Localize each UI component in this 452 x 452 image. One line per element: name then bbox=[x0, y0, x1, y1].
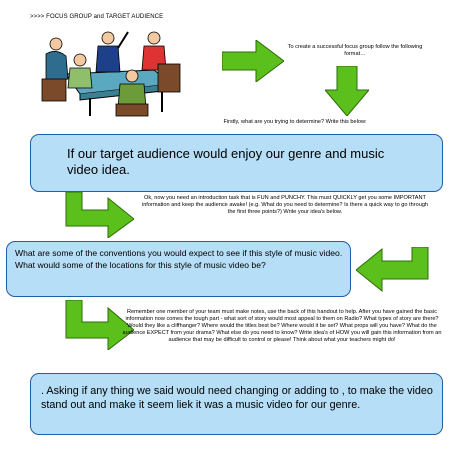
step2-prompt: Ok, now you need an introduction task th… bbox=[141, 195, 429, 215]
arrow-down-right-icon bbox=[65, 192, 134, 238]
answer-box-3[interactable]: . Asking if any thing we said would need… bbox=[30, 373, 443, 435]
intro-text: To create a successful focus group follo… bbox=[287, 44, 423, 57]
page-heading: >>>> FOCUS GROUP and TARGET AUDIENCE bbox=[30, 14, 164, 20]
step3-prompt: Remember one member of your team must ma… bbox=[122, 309, 442, 343]
arrow-right-icon bbox=[222, 40, 284, 82]
focus-group-illustration bbox=[41, 31, 181, 117]
answer-box-1[interactable]: If our target audience would enjoy our g… bbox=[30, 134, 443, 192]
step1-prompt: Firstly, what are you trying to determin… bbox=[223, 119, 367, 125]
arrow-left-icon bbox=[356, 247, 429, 293]
answer-box-2-text: What are some of the conventions you wou… bbox=[15, 248, 343, 270]
answer-box-1-text: If our target audience would enjoy our g… bbox=[67, 146, 385, 177]
answer-box-2[interactable]: What are some of the conventions you wou… bbox=[6, 241, 351, 297]
arrow-down-right-icon-2 bbox=[65, 300, 134, 350]
arrow-down-icon bbox=[325, 66, 369, 116]
answer-box-3-text: . Asking if any thing we said would need… bbox=[41, 385, 433, 411]
